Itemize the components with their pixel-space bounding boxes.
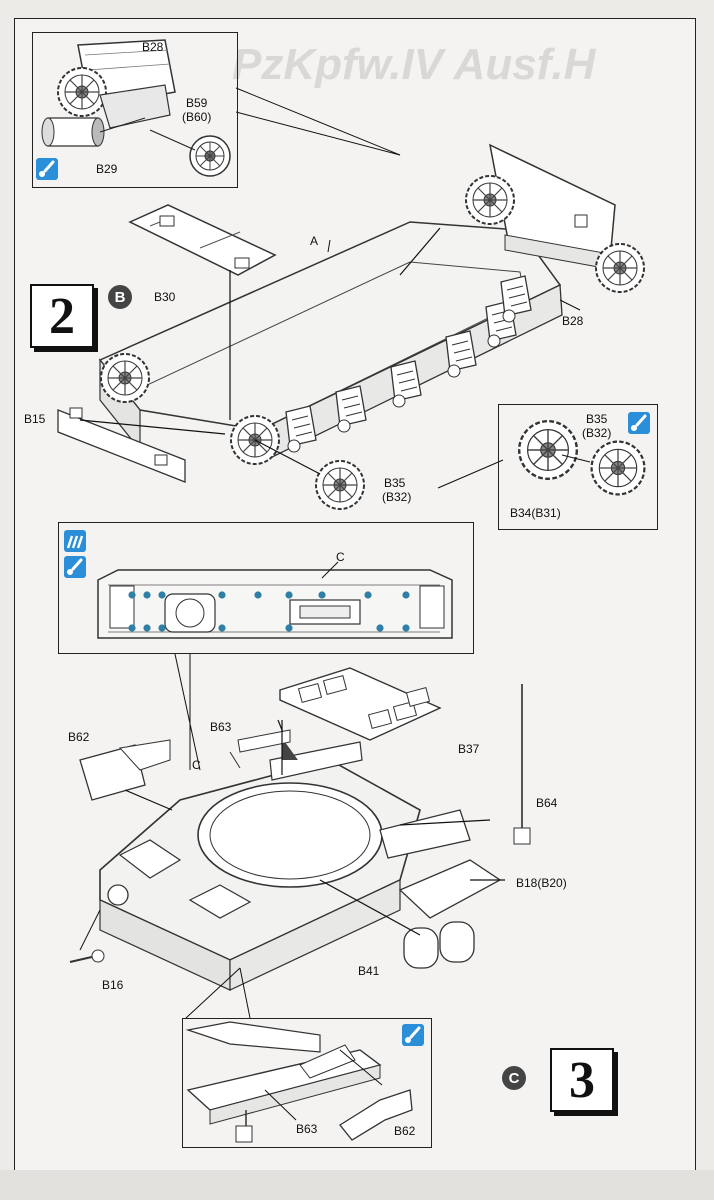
step-number-2: 2 [30, 284, 94, 348]
part-label-b63-inset: B63 [296, 1122, 318, 1136]
part-label-b18: B18(B20) [516, 876, 567, 890]
step2-wheel-inset-frame [498, 404, 658, 530]
part-label-b29: B29 [96, 162, 118, 176]
part-label-b59: B59 [186, 96, 208, 110]
glue-icon [36, 158, 58, 180]
step2-wheel-inset-drawing [518, 420, 646, 496]
rivet-markers [128, 591, 410, 632]
part-label-b15: B15 [24, 412, 46, 426]
part-label-c-hull: C [192, 758, 201, 772]
part-label-b34: B34(B31) [510, 506, 561, 520]
part-label-b60: (B60) [182, 110, 212, 124]
part-label-b64: B64 [536, 796, 558, 810]
step3-hull-drawing [69, 667, 531, 991]
glue-icon [628, 412, 650, 434]
paint-icon [64, 530, 86, 552]
part-label-c-topview: C [336, 550, 345, 564]
part-label-b62-inset: B62 [394, 1124, 416, 1138]
part-label-b62: B62 [68, 730, 90, 744]
watermark-title: PzKpfw.IV Ausf.H [232, 40, 596, 89]
part-label-b41: B41 [358, 964, 380, 978]
step-number-3: 3 [550, 1048, 614, 1112]
step3-hull-topview-drawing [97, 561, 453, 639]
step2-chassis-drawing [57, 143, 645, 510]
page-bottom-strip [0, 1170, 714, 1200]
glue-icon [64, 556, 86, 578]
step3-top-inset-frame [58, 522, 474, 654]
part-label-b32: (B32) [382, 490, 412, 504]
part-label-b28-inset: B28 [142, 40, 164, 54]
part-label-b37: B37 [458, 742, 480, 756]
step2-inset-frame [32, 32, 238, 188]
part-label-a: A [310, 234, 319, 248]
part-label-b63: B63 [210, 720, 232, 734]
step3-bottom-inset-frame [182, 1018, 432, 1148]
glue-icon [402, 1024, 424, 1046]
part-label-b32-inset: (B32) [582, 426, 612, 440]
part-label-b35: B35 [384, 476, 406, 490]
part-label-b35-inset: B35 [586, 412, 608, 426]
part-label-b16: B16 [102, 978, 124, 992]
sub-step-badge-c: C [502, 1066, 526, 1090]
part-label-b30: B30 [154, 290, 176, 304]
sub-step-badge-b: B [108, 285, 132, 309]
part-label-b28: B28 [562, 314, 584, 328]
step3-bottom-inset-drawing [185, 1021, 413, 1143]
step2-inset-drawing [41, 39, 231, 177]
